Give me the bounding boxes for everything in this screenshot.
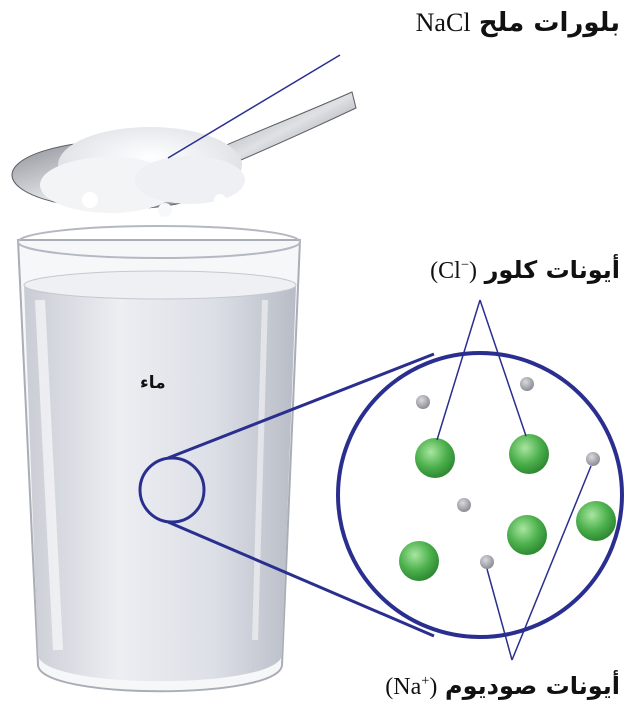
chloride-ion — [509, 434, 549, 474]
salt-leader-line — [167, 54, 341, 159]
sodium-ion — [416, 395, 430, 409]
chloride-ions-label-arabic: أيونات كلور — [484, 256, 620, 284]
sodium-formula: (Na+) — [385, 673, 438, 700]
chloride-ion — [399, 541, 439, 581]
sodium-leader-line — [486, 568, 513, 661]
chloride-formula: (Cl−) — [430, 257, 477, 284]
salt-crystals-label-arabic: بلورات ملح — [478, 8, 620, 38]
water-label: ماء — [140, 373, 166, 393]
sodium-ion — [520, 377, 534, 391]
water — [24, 285, 296, 682]
sodium-ion — [457, 498, 471, 512]
sodium-leader-line — [511, 465, 592, 661]
glass — [16, 225, 302, 693]
magnifier-connector-top — [167, 352, 435, 460]
sodium-ions-label: أيونات صوديوم (Na+) — [385, 672, 620, 701]
salt-crystals — [40, 127, 245, 217]
sodium-ion — [480, 555, 494, 569]
sodium-ion — [586, 452, 600, 466]
chloride-ion — [415, 438, 455, 478]
chloride-ions — [399, 434, 616, 581]
chloride-leader-line — [436, 299, 481, 441]
chloride-ion — [576, 501, 616, 541]
chloride-leader-line — [479, 299, 527, 437]
sodium-ions-label-arabic: أيونات صوديوم — [445, 672, 620, 700]
chloride-ion — [507, 515, 547, 555]
sodium-ions — [416, 377, 600, 569]
salt-formula: NaCl — [415, 8, 471, 37]
chloride-ions-label: أيونات كلور (Cl−) — [430, 256, 620, 285]
magnifier-connector-bottom — [167, 520, 435, 638]
salt-crystals-label: بلورات ملح NaCl — [416, 8, 620, 38]
